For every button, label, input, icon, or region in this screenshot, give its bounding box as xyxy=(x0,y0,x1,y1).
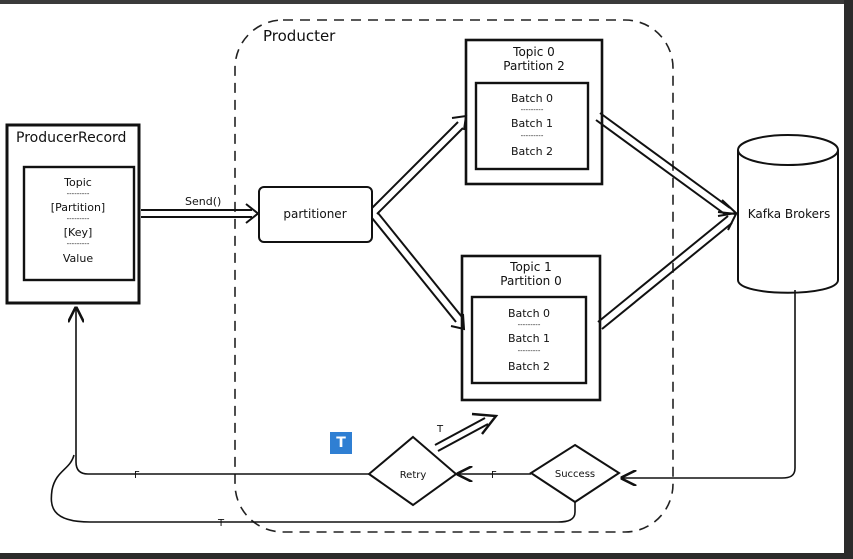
topic0-title: Topic 0 xyxy=(512,45,555,59)
retry-to-record-label: F xyxy=(134,470,140,481)
topic0-partition-box: Topic 0 Partition 2 Batch 0 --------- Ba… xyxy=(464,38,604,186)
producer-record-box: ProducerRecord Topic --------- [Partitio… xyxy=(5,123,141,305)
producer-group-label: Producter xyxy=(263,27,336,45)
topic1-to-brokers-arrow xyxy=(597,211,738,330)
batch-separator: --------- xyxy=(518,321,541,329)
producer-record-title: ProducerRecord xyxy=(16,130,126,146)
retry-label: Retry xyxy=(400,470,427,481)
topic1-title: Topic 1 xyxy=(509,260,552,274)
topic1-partition: Partition 0 xyxy=(500,274,561,288)
success-to-record-label: T xyxy=(217,518,225,529)
topic0-batch: Batch 1 xyxy=(511,117,553,130)
record-separator: --------- xyxy=(67,215,90,223)
topic0-batch: Batch 0 xyxy=(511,92,553,105)
partitioner-to-topic1-arrow xyxy=(371,212,466,331)
record-field-topic: Topic xyxy=(63,176,92,189)
window-bottom-edge xyxy=(0,553,853,559)
retry-to-batch-label: T xyxy=(436,424,444,435)
retry-diamond xyxy=(367,435,458,507)
success-to-record-line xyxy=(50,454,576,523)
send-label: Send() xyxy=(185,195,221,208)
topic1-partition-box: Topic 1 Partition 0 Batch 0 --------- Ba… xyxy=(460,254,602,402)
batch-separator: --------- xyxy=(518,347,541,355)
record-field-partition: [Partition] xyxy=(51,201,105,214)
topic1-batch: Batch 2 xyxy=(508,360,550,373)
brokers-to-success-line xyxy=(622,290,796,478)
success-label: Success xyxy=(555,469,595,480)
batch-separator: --------- xyxy=(521,132,544,140)
topic0-partition: Partition 2 xyxy=(503,59,564,73)
retry-to-record-line xyxy=(76,308,369,475)
kafka-brokers-cylinder xyxy=(737,134,839,294)
partitioner-label: partitioner xyxy=(283,207,346,221)
success-to-retry-label: F xyxy=(491,470,497,481)
partitioner-box xyxy=(258,186,373,243)
window-right-edge xyxy=(844,0,853,559)
kafka-brokers-label: Kafka Brokers xyxy=(748,207,830,221)
record-separator: --------- xyxy=(67,240,90,248)
topic0-to-brokers-arrow xyxy=(595,112,739,217)
producer-group-boundary xyxy=(234,19,674,533)
window-top-edge xyxy=(0,0,853,4)
topic1-batch: Batch 0 xyxy=(508,307,550,320)
batch-separator: --------- xyxy=(521,106,544,114)
record-separator: --------- xyxy=(67,190,90,198)
topic0-batch: Batch 2 xyxy=(511,145,553,158)
partitioner-to-topic0-arrow xyxy=(371,114,468,215)
record-field-key: [Key] xyxy=(64,226,93,239)
retry-to-batch-arrow xyxy=(434,412,499,452)
record-field-value: Value xyxy=(63,252,93,265)
topic1-batch: Batch 1 xyxy=(508,332,550,345)
text-tool-badge[interactable]: T xyxy=(330,432,352,454)
